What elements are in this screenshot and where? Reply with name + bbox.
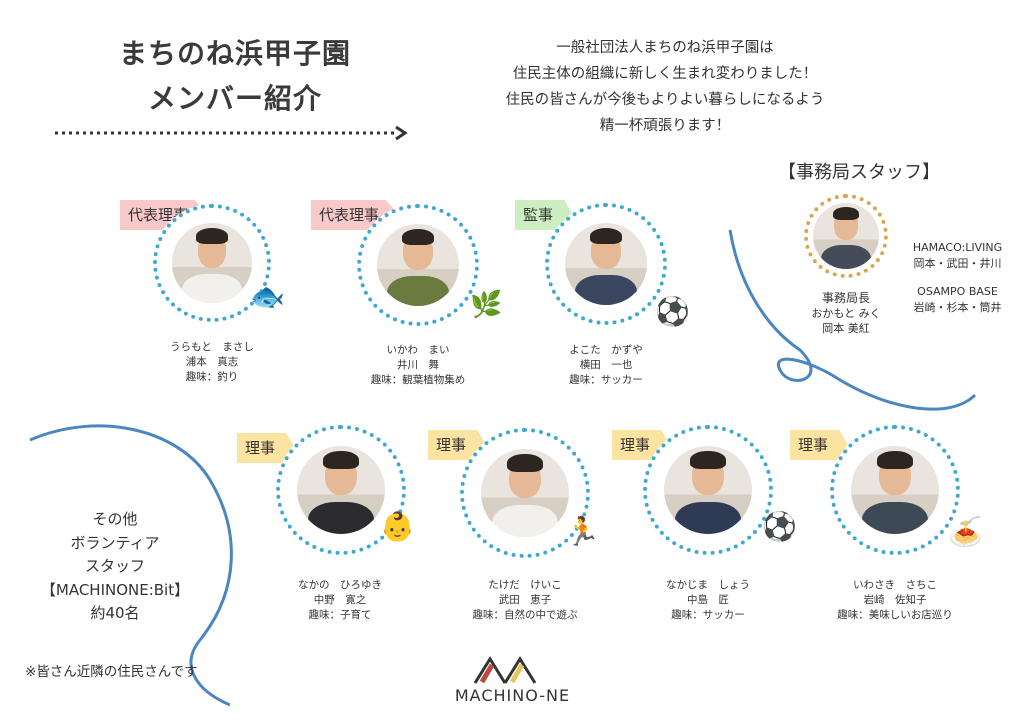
volunteer-line: その他 bbox=[92, 510, 138, 528]
role-tag: 代表理事 bbox=[311, 200, 400, 230]
member-name: 岩崎 佐知子 bbox=[863, 594, 927, 606]
member-hobby: 趣味：自然の中で遊ぶ bbox=[472, 609, 578, 621]
office-heading: 【事務局スタッフ】 bbox=[778, 162, 940, 183]
member-info: なかの ひろゆき 中野 寛之 趣味：子育て bbox=[260, 578, 420, 623]
member-name: 横田 一也 bbox=[579, 359, 633, 371]
soccer-ball-icon: ⚽ bbox=[762, 510, 797, 543]
member-kana: たけだ けいこ bbox=[488, 579, 562, 591]
intro-line: 一般社団法人まちのね浜甲子園は bbox=[556, 40, 774, 56]
member-hobby: 趣味：サッカー bbox=[671, 609, 745, 621]
member-name: 中島 匠 bbox=[687, 594, 729, 606]
member-photo bbox=[830, 425, 960, 555]
member-hobby: 趣味：美味しいお店巡り bbox=[837, 609, 953, 621]
leaf-icon: 🌿 bbox=[470, 290, 503, 320]
member-photo bbox=[153, 204, 271, 322]
member-photo bbox=[545, 203, 667, 325]
member-hobby: 趣味：サッカー bbox=[569, 374, 643, 386]
office-kana: おかもと みく bbox=[811, 307, 881, 320]
office-manager-info: 事務局長 おかもと みく 岡本 美紅 bbox=[766, 291, 926, 336]
volunteer-text: その他 ボランティア スタッフ 【MACHINONE:Bit】 約40名 bbox=[40, 508, 190, 626]
member-photo bbox=[276, 425, 406, 555]
fish-icon: 🐟 bbox=[250, 280, 285, 313]
member-info: うらもと まさし 浦本 真志 趣味：釣り bbox=[132, 340, 292, 385]
member-kana: いわさき さちこ bbox=[853, 579, 937, 591]
member-hobby: 趣味：観葉植物集め bbox=[370, 374, 466, 386]
page-title-line2: メンバー紹介 bbox=[147, 82, 322, 115]
member-photo bbox=[357, 204, 479, 326]
footnote: ※皆さん近隣の住民さんです bbox=[25, 664, 198, 680]
member-info: いかわ まい 井川 舞 趣味：観葉植物集め bbox=[338, 343, 498, 388]
member-info: よこた かずや 横田 一也 趣味：サッカー bbox=[526, 343, 686, 388]
role-tag: 理事 bbox=[790, 430, 849, 460]
member-kana: なかじま しょう bbox=[666, 579, 750, 591]
volunteer-line: 【MACHINONE:Bit】 bbox=[40, 580, 190, 599]
member-info: いわさき さちこ 岩崎 佐知子 趣味：美味しいお店巡り bbox=[815, 578, 975, 623]
logo-mark bbox=[473, 656, 537, 684]
member-kana: いかわ まい bbox=[386, 344, 450, 356]
group-members: 岩崎・杉本・筒井 bbox=[913, 301, 1002, 314]
member-name: 武田 恵子 bbox=[498, 594, 552, 606]
member-kana: なかの ひろゆき bbox=[298, 579, 382, 591]
intro-line: 精一杯頑張ります！ bbox=[599, 118, 731, 134]
member-info: たけだ けいこ 武田 恵子 趣味：自然の中で遊ぶ bbox=[445, 578, 605, 623]
group-name: OSAMPO BASE bbox=[917, 285, 998, 298]
soccer-ball-icon: ⚽ bbox=[655, 295, 690, 328]
page-title-line1: まちのね浜甲子園 bbox=[118, 37, 351, 70]
group-name: HAMACO:LIVING bbox=[912, 241, 1003, 254]
volunteer-line: スタッフ bbox=[84, 557, 145, 575]
office-manager-photo bbox=[804, 194, 888, 278]
running-icon: 🏃 bbox=[565, 515, 600, 548]
office-name: 岡本 美紅 bbox=[822, 322, 870, 335]
member-photo bbox=[460, 428, 590, 558]
logo-text: MACHINO-NE bbox=[454, 686, 571, 705]
food-plate-icon: 🍝 bbox=[948, 515, 983, 548]
member-hobby: 趣味：釣り bbox=[185, 371, 239, 383]
member-name: 井川 舞 bbox=[397, 359, 439, 371]
member-hobby: 趣味：子育て bbox=[308, 609, 372, 621]
group-members: 岡本・武田・井川 bbox=[913, 257, 1002, 270]
intro-line: 住民の皆さんが今後もよりよい暮らしになるよう bbox=[505, 92, 825, 108]
member-name: 中野 寛之 bbox=[313, 594, 367, 606]
volunteer-line: 約40名 bbox=[90, 604, 140, 622]
member-kana: うらもと まさし bbox=[170, 341, 254, 353]
office-role: 事務局長 bbox=[821, 291, 870, 305]
member-kana: よこた かずや bbox=[569, 344, 643, 356]
office-groups: HAMACO:LIVING 岡本・武田・井川 OSAMPO BASE 岩崎・杉本… bbox=[900, 240, 1015, 316]
intro-text: 一般社団法人まちのね浜甲子園は 住民主体の組織に新しく生まれ変わりました！ 住民… bbox=[440, 35, 890, 139]
parent-child-icon: 👶 bbox=[380, 510, 415, 543]
member-name: 浦本 真志 bbox=[185, 356, 239, 368]
member-info: なかじま しょう 中島 匠 趣味：サッカー bbox=[628, 578, 788, 623]
volunteer-line: ボランティア bbox=[70, 533, 160, 552]
member-photo bbox=[643, 425, 773, 555]
intro-line: 住民主体の組織に新しく生まれ変わりました！ bbox=[512, 66, 818, 82]
